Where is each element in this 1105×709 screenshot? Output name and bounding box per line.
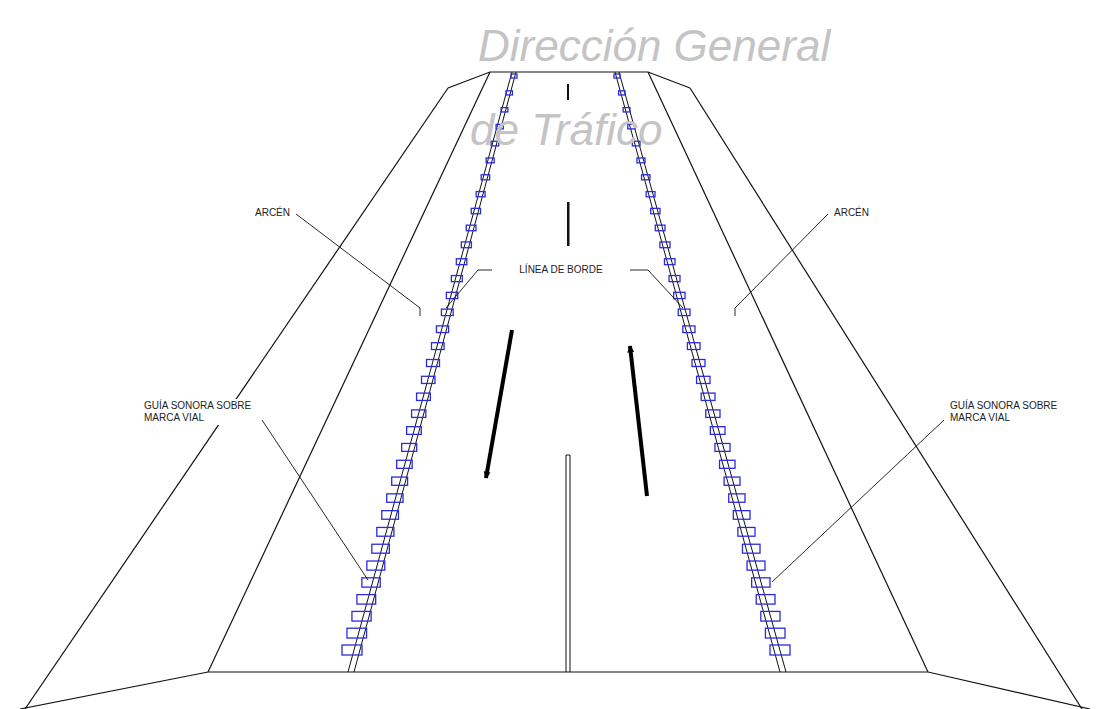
rumble-strip bbox=[697, 376, 710, 383]
rumble-strip bbox=[738, 527, 755, 536]
left-shoulder-edge bbox=[208, 72, 490, 672]
leader-line bbox=[296, 214, 420, 316]
rumble-strip bbox=[619, 91, 625, 95]
rumble-strip bbox=[466, 225, 476, 231]
rumble-strip bbox=[614, 74, 620, 78]
rumble-strip bbox=[431, 343, 444, 350]
rumble-strips bbox=[342, 74, 790, 655]
leader-lines bbox=[262, 214, 944, 582]
right-edge-line bbox=[619, 72, 786, 672]
callout-label: ARCÉN bbox=[832, 206, 871, 220]
rumble-strip bbox=[436, 326, 448, 333]
rumble-strip bbox=[770, 645, 790, 655]
rumble-strip bbox=[397, 460, 412, 468]
rumble-strip bbox=[637, 158, 645, 163]
rumble-strip bbox=[646, 192, 655, 197]
direction-arrow bbox=[486, 330, 512, 478]
callout-label: GUÍA SONORA SOBRE MARCA VIAL bbox=[142, 399, 258, 425]
rumble-strip bbox=[669, 276, 680, 282]
rumble-strip bbox=[471, 208, 480, 213]
rumble-strip bbox=[678, 309, 690, 315]
rumble-strip bbox=[674, 292, 685, 298]
right-edge-line bbox=[615, 72, 780, 672]
rumble-strip bbox=[706, 410, 720, 418]
road-outline bbox=[20, 72, 1090, 709]
rumble-strip bbox=[476, 192, 485, 197]
left-slope-line bbox=[25, 88, 448, 709]
callout-label: LÍNEA DE BORDE bbox=[517, 263, 604, 277]
rumble-strip bbox=[687, 343, 700, 350]
right-shoulder-edge bbox=[648, 72, 928, 672]
leader-line bbox=[262, 420, 368, 580]
rumble-strip bbox=[710, 427, 725, 435]
rumble-strip bbox=[427, 360, 440, 367]
rumble-strip bbox=[392, 477, 408, 485]
rumble-strip bbox=[402, 443, 417, 451]
leader-line bbox=[630, 270, 683, 308]
rumble-strip bbox=[347, 628, 367, 638]
rumble-strip bbox=[742, 544, 760, 553]
rumble-strip bbox=[506, 91, 512, 95]
left-edge-line bbox=[354, 72, 516, 672]
rumble-strip bbox=[441, 309, 453, 315]
center-dash bbox=[567, 84, 569, 100]
rumble-strip bbox=[357, 595, 376, 604]
right-slope-line bbox=[690, 88, 1082, 709]
rumble-strip bbox=[756, 595, 775, 604]
rumble-strip bbox=[387, 494, 403, 502]
callout-label: ARCÉN bbox=[253, 206, 292, 220]
rumble-strip bbox=[372, 544, 390, 553]
rumble-strip bbox=[407, 427, 422, 435]
rumble-strip bbox=[701, 393, 715, 400]
rumble-strip bbox=[660, 242, 670, 248]
rumble-strip bbox=[417, 393, 431, 400]
rumble-strip bbox=[382, 511, 399, 520]
leader-line bbox=[446, 270, 492, 308]
rumble-strip bbox=[720, 460, 735, 468]
rumble-strip bbox=[715, 443, 730, 451]
rumble-strip bbox=[752, 578, 770, 587]
rumble-strip bbox=[724, 477, 740, 485]
rumble-strip bbox=[367, 561, 385, 570]
rumble-strip bbox=[765, 628, 785, 638]
rumble-strip bbox=[683, 326, 695, 333]
rumble-strip bbox=[456, 259, 467, 265]
rumble-strip bbox=[729, 494, 745, 502]
rumble-strip bbox=[642, 175, 650, 180]
rumble-strip bbox=[362, 578, 380, 587]
direction-arrows bbox=[486, 330, 647, 496]
rumble-strip bbox=[342, 645, 362, 655]
rumble-strip bbox=[422, 376, 435, 383]
watermark: Dirección General bbox=[478, 22, 830, 70]
callout-label: GUÍA SONORA SOBRE MARCA VIAL bbox=[948, 399, 1064, 425]
edge-lines bbox=[348, 72, 786, 672]
watermark: de Tráfico bbox=[470, 106, 662, 154]
road-bottom-edge bbox=[20, 672, 1090, 709]
rumble-strip bbox=[486, 158, 494, 163]
rumble-strip bbox=[412, 410, 426, 418]
rumble-strip bbox=[664, 259, 675, 265]
rumble-strip bbox=[747, 561, 765, 570]
leader-line bbox=[735, 214, 828, 316]
direction-arrow bbox=[630, 346, 647, 496]
rumble-strip bbox=[651, 208, 660, 213]
leader-line bbox=[772, 420, 944, 582]
center-line bbox=[566, 84, 570, 672]
left-edge-line bbox=[348, 72, 512, 672]
rumble-strip bbox=[761, 611, 780, 621]
rumble-strip bbox=[655, 225, 665, 231]
rumble-strip bbox=[377, 527, 394, 536]
rumble-strip bbox=[733, 511, 750, 520]
center-solid-line bbox=[566, 455, 570, 672]
rumble-strip bbox=[511, 74, 517, 78]
rumble-strip bbox=[692, 360, 705, 367]
rumble-strip bbox=[352, 611, 371, 621]
rumble-strip bbox=[451, 276, 462, 282]
rumble-strip bbox=[481, 175, 489, 180]
center-dash bbox=[567, 202, 570, 246]
rumble-strip bbox=[461, 242, 471, 248]
